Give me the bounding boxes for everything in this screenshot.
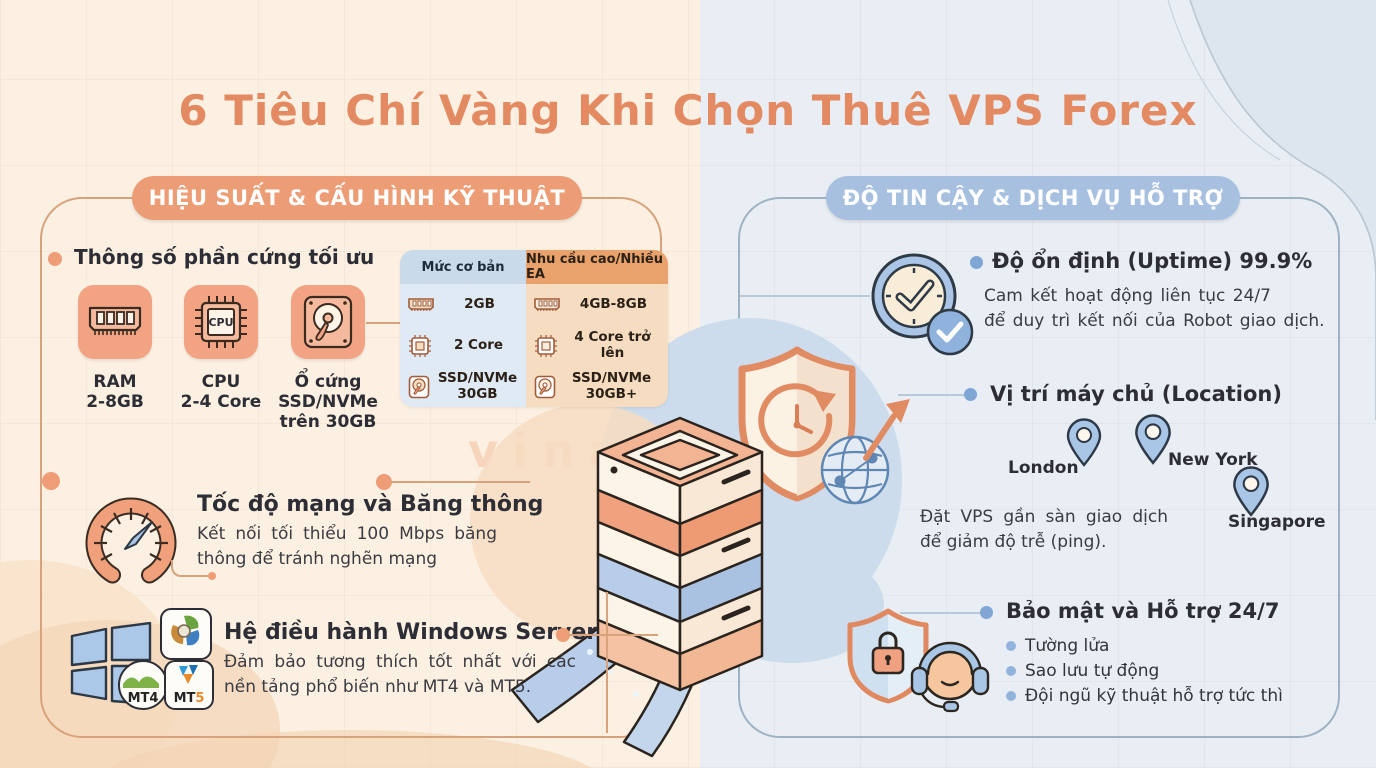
trend-arrow-icon xyxy=(863,399,910,461)
network-right-dot xyxy=(376,474,392,490)
os-body: Đảm bảo tương thích tốt nhất với các nền… xyxy=(224,652,576,697)
cpu-icon: CPU xyxy=(195,296,247,348)
globe-icon xyxy=(820,435,890,505)
pin-singapore-label: Singapore xyxy=(1228,512,1326,532)
location-body: Đặt VPS gần sàn giao dịch để giảm độ trễ… xyxy=(920,507,1168,552)
os-vertical-connector xyxy=(606,592,608,733)
network-squiggle xyxy=(171,560,216,580)
cpu-small-icon xyxy=(409,334,431,357)
bullet-dot xyxy=(1006,691,1016,701)
support-bullet-3: Đội ngũ kỹ thuật hỗ trợ tức thì xyxy=(1006,686,1283,706)
cpu-tile: CPU xyxy=(184,285,258,359)
table-cell-high-cpu: 4 Core trở lên xyxy=(526,325,668,366)
bullet-dot xyxy=(1006,641,1016,651)
location-dot xyxy=(964,388,977,401)
network-body: Kết nối tối thiểu 100 Mbps băng thông để… xyxy=(197,524,497,569)
network-left-dot xyxy=(42,472,60,490)
speedometer-icon xyxy=(84,496,178,588)
support-heading: Bảo mật và Hỗ trợ 24/7 xyxy=(1006,599,1280,623)
uptime-dot xyxy=(970,256,983,269)
mt4-badge-icon: MT4 xyxy=(118,660,168,710)
page-title: 6 Tiêu Chí Vàng Khi Chọn Thuê VPS Forex xyxy=(178,86,1198,135)
spec-table: Mức cơ bản Nhu cầu cao/Nhiều EA 2GB 4GB-… xyxy=(400,250,668,407)
pin-newyork-icon xyxy=(1134,414,1172,466)
hdd-tile xyxy=(291,285,365,359)
os-dot xyxy=(556,628,570,642)
table-cell-basic-ram: 2GB xyxy=(400,284,526,325)
center-server-illustration xyxy=(470,318,910,758)
pin-london-label: London xyxy=(1008,458,1079,478)
table-header-high: Nhu cầu cao/Nhiều EA xyxy=(526,250,668,284)
ram-small-icon xyxy=(408,297,434,311)
pin-newyork-label: New York xyxy=(1168,450,1258,470)
ram-tile xyxy=(78,285,152,359)
location-heading: Vị trí máy chủ (Location) xyxy=(990,382,1282,406)
uptime-heading: Độ ổn định (Uptime) 99.9% xyxy=(992,249,1313,273)
network-connector xyxy=(390,481,530,483)
tile-table-connector xyxy=(366,322,400,324)
decor-topright-curve xyxy=(1167,0,1376,420)
right-section-header: ĐỘ TIN CẬY & DỊCH VỤ HỖ TRỢ xyxy=(826,176,1240,220)
ram-small-icon xyxy=(534,297,560,311)
ram-icon xyxy=(88,306,142,335)
support-dot xyxy=(980,606,993,619)
hdd-tile-label: Ổ cứng SSD/NVMe trên 30GB xyxy=(278,372,378,433)
hdd-icon xyxy=(303,295,353,349)
bullet-dot xyxy=(1006,666,1016,676)
hardware-heading: Thông số phần cứng tối ưu xyxy=(74,245,375,269)
left-section-header: HIỆU SUẤT & CẤU HÌNH KỸ THUẬT xyxy=(132,176,582,220)
server-stack-icon xyxy=(596,416,764,692)
table-cell-high-ram: 4GB-8GB xyxy=(526,284,668,325)
table-cell-basic-cpu: 2 Core xyxy=(400,325,526,366)
support-bullet-2: Sao lưu tự động xyxy=(1006,661,1159,681)
network-heading: Tốc độ mạng và Băng thông xyxy=(197,492,544,517)
uptime-clock-icon xyxy=(866,246,978,356)
svg-text:CPU: CPU xyxy=(208,316,233,329)
cpu-small-icon xyxy=(535,334,557,357)
ram-tile-label: RAM 2-8GB xyxy=(86,372,144,413)
hdd-small-icon xyxy=(534,375,556,398)
table-cell-high-ssd: SSD/NVMe 30GB+ xyxy=(526,366,668,407)
pin-london-icon xyxy=(1066,418,1102,468)
hdd-small-icon xyxy=(408,375,430,398)
pin-singapore-icon xyxy=(1232,466,1270,518)
cpu-tile-label: CPU 2-4 Core xyxy=(180,372,262,413)
uptime-body: Cam kết hoạt động liên tục 24/7 để duy t… xyxy=(984,286,1325,331)
uptime-connector xyxy=(740,295,870,297)
table-header-basic: Mức cơ bản xyxy=(400,250,526,284)
table-cell-basic-ssd: SSD/NVMe 30GB xyxy=(400,366,526,407)
support-bullet-1: Tường lửa xyxy=(1006,636,1109,656)
os-connector xyxy=(568,634,658,636)
hardware-bullet-dot xyxy=(48,252,62,266)
mt5-badge-icon: MT5 xyxy=(164,660,214,710)
support-connector xyxy=(900,612,982,614)
location-connector xyxy=(898,394,968,396)
metatrader-logo-icon xyxy=(160,608,212,660)
support-agent-icon xyxy=(906,620,994,714)
os-heading: Hệ điều hành Windows Server xyxy=(224,620,598,645)
